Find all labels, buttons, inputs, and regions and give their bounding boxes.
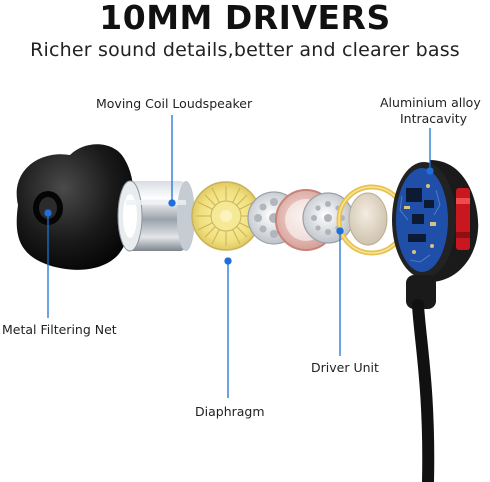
aluminium-housing bbox=[392, 160, 479, 282]
page-subtitle: Richer sound details,better and clearer … bbox=[30, 39, 460, 61]
diaphragm-part bbox=[191, 181, 261, 251]
callout-diaphragm: Diaphragm bbox=[195, 404, 265, 419]
page-title: 10MM DRIVERS bbox=[99, 0, 391, 37]
callout-aluminium-line1: Aluminium alloy bbox=[380, 95, 481, 110]
cable bbox=[406, 275, 436, 482]
callout-moving-coil-loudspeaker: Moving Coil Loudspeaker bbox=[96, 96, 253, 111]
metal-filtering-net-part bbox=[117, 180, 195, 252]
callout-aluminium-line2: Intracavity bbox=[400, 111, 468, 126]
driver-unit-disc bbox=[348, 192, 388, 246]
ear-tip bbox=[16, 144, 134, 270]
callout-driver-unit: Driver Unit bbox=[311, 360, 379, 375]
callout-lines bbox=[44, 115, 434, 398]
callout-metal-filtering-net: Metal Filtering Net bbox=[2, 322, 117, 337]
